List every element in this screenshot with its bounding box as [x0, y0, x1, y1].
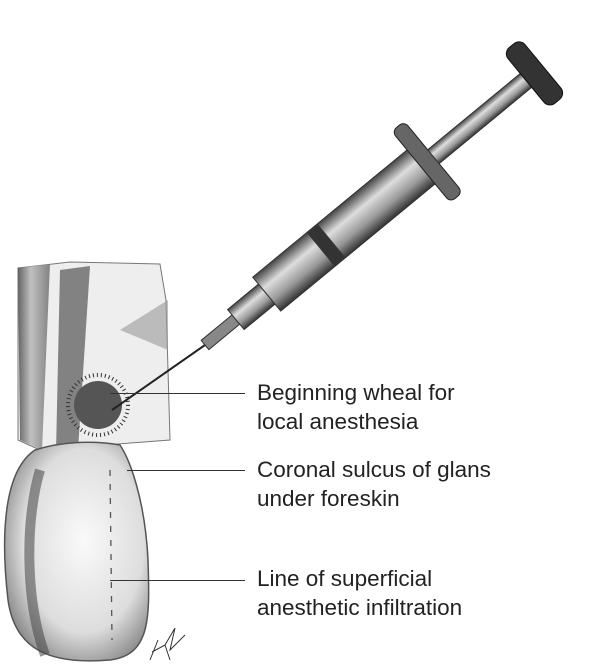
leader-line-infiltration	[110, 580, 245, 582]
leader-line-coronal-sulcus	[127, 470, 245, 472]
label-line: under foreskin	[257, 486, 400, 511]
label-coronal-sulcus: Coronal sulcus of glans under foreskin	[257, 455, 491, 513]
label-line: local anesthesia	[257, 409, 419, 434]
leader-line-wheal	[110, 393, 245, 395]
label-line: anesthetic infiltration	[257, 595, 463, 620]
label-line: Line of superficial	[257, 566, 433, 591]
infiltration-line	[109, 469, 113, 641]
needle	[111, 344, 206, 411]
label-infiltration: Line of superficial anesthetic infiltrat…	[257, 564, 462, 622]
label-line: Beginning wheal for	[257, 380, 455, 405]
label-wheal: Beginning wheal for local anesthesia	[257, 378, 455, 436]
syringe	[111, 41, 564, 411]
glans	[3, 441, 150, 662]
artist-signature	[149, 627, 186, 661]
penis-shaft	[17, 261, 171, 452]
label-line: Coronal sulcus of glans	[257, 457, 491, 482]
